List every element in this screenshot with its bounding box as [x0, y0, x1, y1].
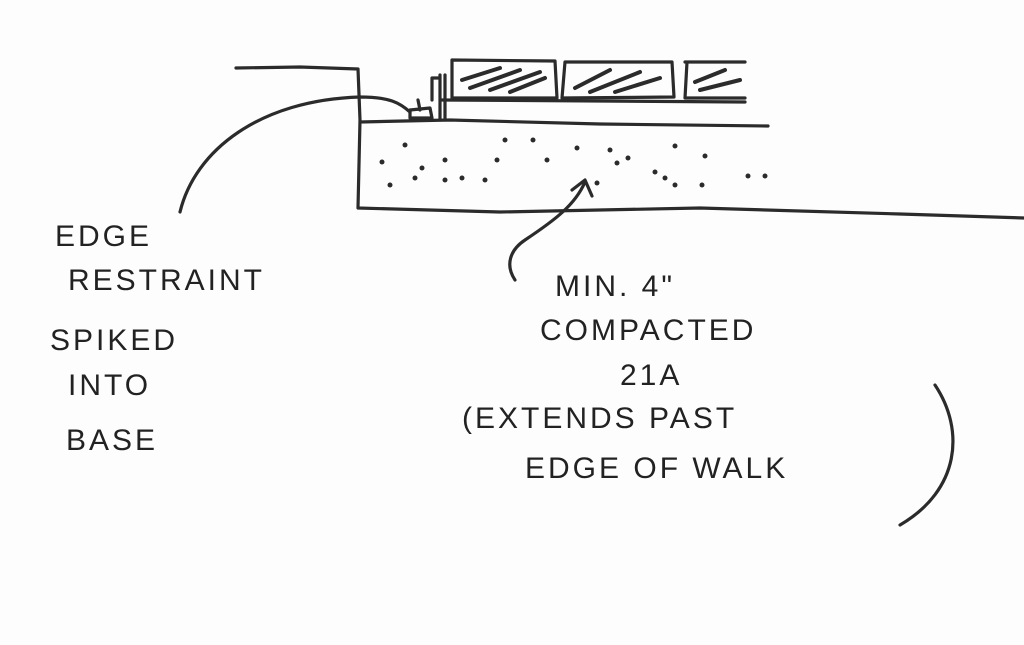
label-line: SPIKED	[50, 324, 178, 357]
ground-profile	[234, 65, 1024, 220]
closing-bracket	[898, 383, 955, 527]
edge-restraint-label: EDGE RESTRAINT SPIKED INTO BASE	[50, 220, 265, 457]
label-line: (EXTENDS PAST	[462, 402, 737, 435]
pavers	[440, 58, 747, 104]
label-line: INTO	[68, 369, 151, 402]
edge-restraint-leader-line	[178, 95, 412, 214]
label-line: EDGE	[55, 220, 152, 253]
gravel-dots	[379, 137, 768, 188]
label-line: COMPACTED	[540, 314, 756, 347]
edge-restraint	[408, 73, 447, 122]
label-line: BASE	[66, 424, 158, 457]
label-line: EDGE OF WALK	[525, 452, 788, 485]
label-line: RESTRAINT	[68, 264, 265, 297]
base-top-line	[358, 118, 770, 128]
base-material-label: MIN. 4" COMPACTED 21A (EXTENDS PAST EDGE…	[462, 270, 788, 485]
label-line: 21A	[620, 359, 682, 392]
base-leader-arrow	[508, 178, 594, 282]
label-line: MIN. 4"	[555, 270, 675, 303]
